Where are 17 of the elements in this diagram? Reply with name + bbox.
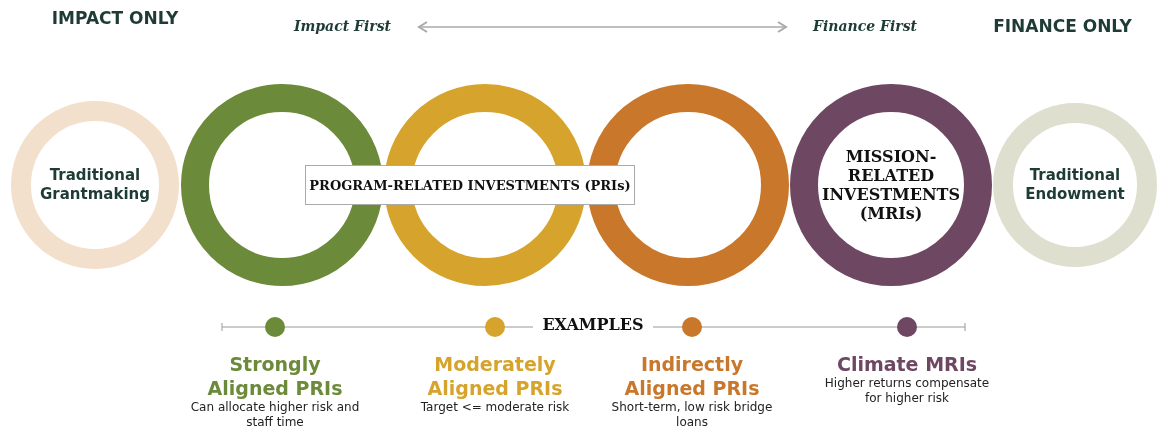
- example-description: Target <= moderate risk: [419, 400, 571, 415]
- example-heading: Moderately Aligned PRIs: [426, 352, 564, 400]
- double-arrow: [418, 21, 787, 33]
- example-description: Higher returns compensate for higher risk: [823, 376, 991, 406]
- spectrum-label: Impact First: [270, 18, 415, 34]
- example-description: Can allocate higher risk and staff time: [189, 400, 361, 430]
- example-description: Short-term, low risk bridge loans: [610, 400, 774, 430]
- spectrum-label: Finance First: [790, 18, 940, 34]
- example-heading: Strongly Aligned PRIs: [206, 352, 344, 400]
- ring-label: MISSION-RELATED INVESTMENTS (MRIs): [821, 147, 961, 223]
- label-box: PROGRAM-RELATED INVESTMENTS (PRIs): [305, 165, 635, 205]
- example-heading: Indirectly Aligned PRIs: [623, 352, 761, 400]
- ring-label: Traditional Endowment: [1024, 166, 1126, 204]
- example-heading: Climate MRIs: [835, 352, 979, 376]
- spectrum-end-label: FINANCE ONLY: [992, 16, 1133, 36]
- ring-label: Traditional Grantmaking: [39, 166, 151, 204]
- spectrum-end-label: IMPACT ONLY: [50, 8, 180, 28]
